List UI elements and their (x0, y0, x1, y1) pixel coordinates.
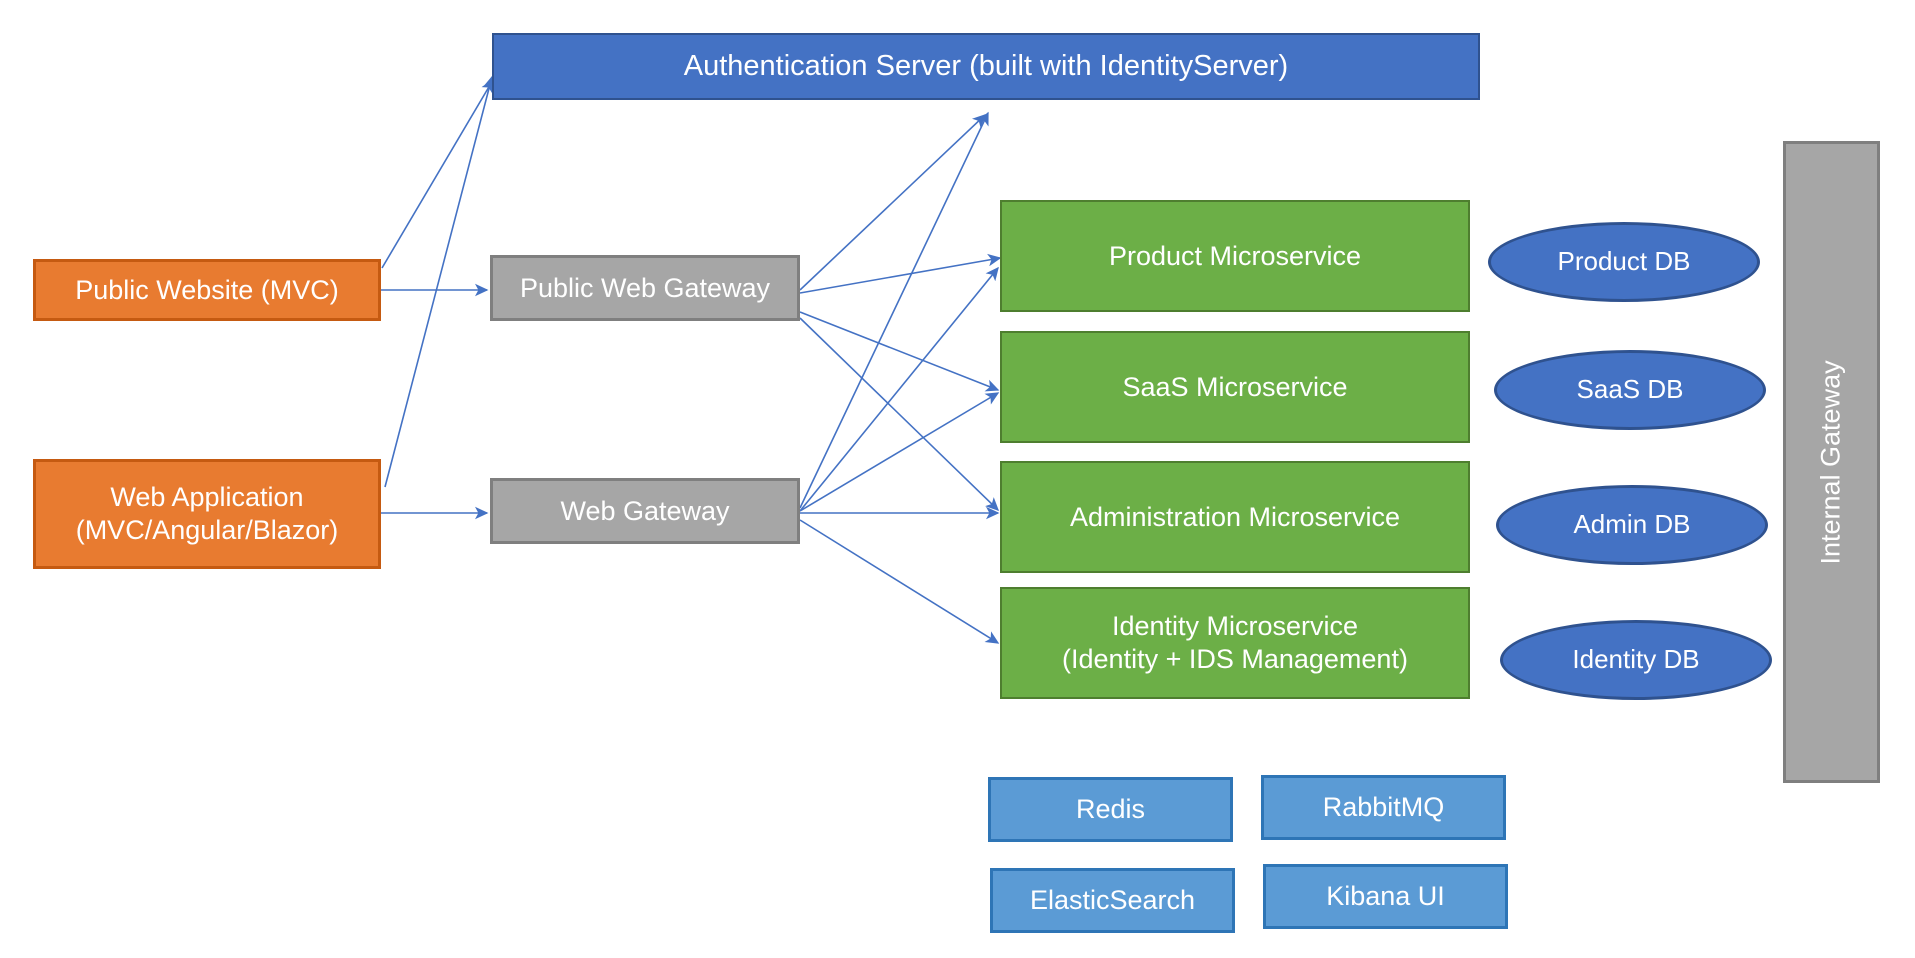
rabbitmq-node[interactable]: RabbitMQ (1261, 775, 1506, 840)
edge-web-gateway-to-identity-microservice (799, 519, 1000, 644)
admin-db-node[interactable]: Admin DB (1496, 485, 1768, 565)
product-microservice-label: Product Microservice (1108, 240, 1362, 271)
edge-web-gateway-to-auth-server (799, 111, 989, 509)
public-web-gateway-label: Public Web Gateway (519, 272, 771, 303)
identity-microservice-label-line2: (Identity + IDS Management) (1062, 644, 1408, 674)
edge-public-web-gateway-to-product-microservice (799, 253, 1002, 294)
kibana-ui-label: Kibana UI (1326, 881, 1445, 912)
saas-microservice-label: SaaS Microservice (1122, 371, 1348, 402)
kibana-ui-node[interactable]: Kibana UI (1263, 864, 1508, 929)
administration-microservice-label: Administration Microservice (1069, 501, 1401, 532)
edge-public-website-to-auth-server (381, 78, 494, 269)
saas-db-node[interactable]: SaaS DB (1494, 350, 1766, 430)
internal-gateway-node[interactable]: Internal Gateway (1783, 141, 1880, 783)
edge-public-web-gateway-to-saas-microservice (799, 311, 1000, 392)
web-application-label-line2: (MVC/Angular/Blazor) (75, 515, 339, 545)
edge-public-web-gateway-to-administration-microservice (799, 317, 1000, 512)
elasticsearch-node[interactable]: ElasticSearch (990, 868, 1235, 933)
identity-db-node[interactable]: Identity DB (1500, 620, 1772, 700)
edge-web-application-to-auth-server (384, 75, 496, 488)
web-gateway-node[interactable]: Web Gateway (490, 478, 800, 544)
web-application-node[interactable]: Web Application (MVC/Angular/Blazor) (33, 459, 381, 569)
public-web-gateway-node[interactable]: Public Web Gateway (490, 255, 800, 321)
authentication-server-node[interactable]: Authentication Server (built with Identi… (492, 33, 1480, 100)
product-microservice-node[interactable]: Product Microservice (1000, 200, 1470, 312)
edge-public-web-gateway-to-auth-server (799, 114, 987, 291)
web-application-label-line1: Web Application (110, 482, 304, 513)
elasticsearch-label: ElasticSearch (1029, 885, 1196, 916)
rabbitmq-label: RabbitMQ (1322, 792, 1445, 823)
administration-microservice-node[interactable]: Administration Microservice (1000, 461, 1470, 573)
identity-db-label: Identity DB (1572, 644, 1700, 675)
public-website-node[interactable]: Public Website (MVC) (33, 259, 381, 321)
saas-microservice-node[interactable]: SaaS Microservice (1000, 331, 1470, 443)
edge-web-gateway-to-product-microservice (799, 266, 999, 512)
saas-db-label: SaaS DB (1576, 374, 1684, 405)
redis-label: Redis (1075, 794, 1146, 825)
product-db-node[interactable]: Product DB (1488, 222, 1760, 302)
authentication-server-label: Authentication Server (built with Identi… (683, 49, 1289, 82)
redis-node[interactable]: Redis (988, 777, 1233, 842)
web-gateway-label: Web Gateway (560, 495, 730, 526)
admin-db-label: Admin DB (1573, 509, 1691, 540)
identity-microservice-node[interactable]: Identity Microservice (Identity + IDS Ma… (1000, 587, 1470, 699)
edge-web-gateway-to-saas-microservice (799, 392, 1000, 512)
public-website-label: Public Website (MVC) (75, 274, 339, 305)
product-db-label: Product DB (1557, 246, 1691, 277)
internal-gateway-label: Internal Gateway (1816, 359, 1847, 565)
identity-microservice-label-line1: Identity Microservice (1111, 611, 1359, 642)
